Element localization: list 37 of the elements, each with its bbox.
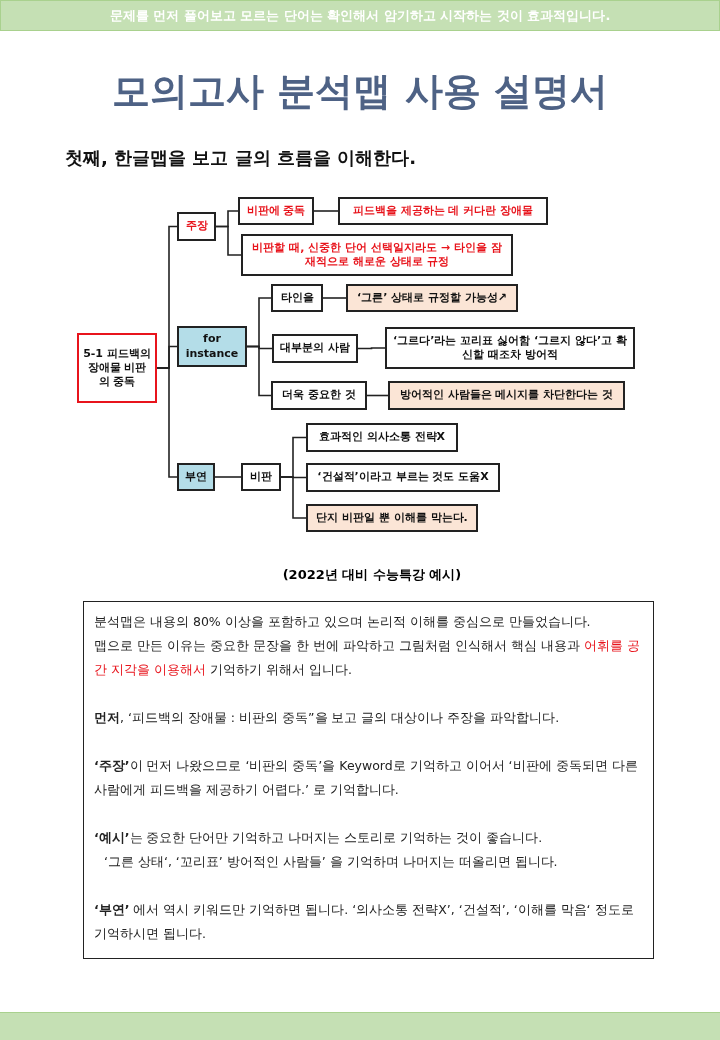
- map-node: ‘그르다’라는 꼬리표 싫어함 ‘그르지 않다’고 확신할 때조차 방어적: [385, 327, 635, 369]
- map-node: ‘그른’ 상태로 규정할 가능성↗: [346, 284, 518, 312]
- title: 모의고사 분석맵 사용 설명서: [111, 68, 609, 115]
- map-node: 대부분의 사람: [272, 334, 358, 363]
- subtitle: 첫째, 한글맵을 보고 글의 흐름을 이해한다.: [65, 146, 416, 170]
- caption: (2022년 대비 수능특강 예시): [281, 566, 463, 584]
- map-node: 방어적인 사람들은 메시지를 차단한다는 것: [388, 381, 625, 410]
- map-node: 주장: [177, 212, 216, 241]
- map-node: 5-1 피드백의 장애물 비판의 중독: [77, 333, 157, 403]
- map-node: 비판할 때, 신중한 단어 선택일지라도 → 타인을 잠재적으로 해로운 상태로 규정: [241, 234, 513, 276]
- map-node: 더욱 중요한 것: [271, 381, 367, 410]
- map-node: ‘건설적’이라고 부르는 것도 도움X: [306, 463, 500, 492]
- map-node: 부연: [177, 463, 215, 491]
- connector-line: [280, 476, 307, 519]
- connector-line: [246, 345, 272, 397]
- paragraph: 맵으로 만든 이유는 중요한 문장을 한 번에 파악하고 그림처럼 인식해서 핵심 내용과 어휘를 공간 지각을 이용해서 기억하기 위해서 입니다.: [94, 637, 641, 679]
- map-node: for instance: [177, 326, 247, 367]
- connector-line: [156, 367, 178, 478]
- paragraph: ‘그른 상태‘, ‘꼬리표’ 방어적인 사람들’ 을 기억하며 나머지는 떠올리면 됩니다.: [103, 853, 559, 871]
- connector-line: [313, 210, 339, 212]
- connector-line: [322, 297, 347, 299]
- map-node: 효과적인 의사소통 전략X: [306, 423, 458, 452]
- connector-line: [357, 347, 386, 350]
- paragraph: 먼저, ‘피드백의 장애물 : 비판의 중독”을 보고 글의 대상이나 주장을 파악합니다.: [94, 709, 561, 727]
- map-node: 단지 비판일 뿐 이해를 막는다.: [306, 504, 478, 532]
- connector-line: [214, 476, 242, 478]
- paragraph: ‘주장’이 먼저 나왔으므로 ‘비판의 중독’을 Keyword로 기억하고 이어서 ‘비판에 중독되면 다른 사람에게 피드백을 제공하기 어렵다.’ 로 기억합니다.: [94, 757, 639, 799]
- connector-line: [366, 394, 389, 397]
- banner-text: 문제를 먼저 풀어보고 모르는 단어는 확인해서 암기하고 시작하는 것이 효과적입니다.: [109, 6, 611, 25]
- map-node: 비판에 중독: [238, 197, 314, 225]
- paragraph: 분석맵은 내용의 80% 이상을 포함하고 있으며 논리적 이해를 중심으로 만들었습니다.: [94, 613, 592, 631]
- connector-line: [215, 225, 242, 256]
- paragraph: ‘예시’는 중요한 단어만 기억하고 나머지는 스토리로 기억하는 것이 좋습니다.: [94, 829, 544, 847]
- paragraph: ‘부연’ 에서 역시 키워드만 기억하면 됩니다. ‘의사소통 전략X’, ‘건설적’, ‘이해를 막음‘ 정도로 기억하시면 됩니다.: [94, 901, 635, 943]
- map-node: 피드백을 제공하는 데 커다란 장애물: [338, 197, 548, 225]
- map-node: 비판: [241, 463, 281, 491]
- map-node: 타인을: [271, 284, 323, 312]
